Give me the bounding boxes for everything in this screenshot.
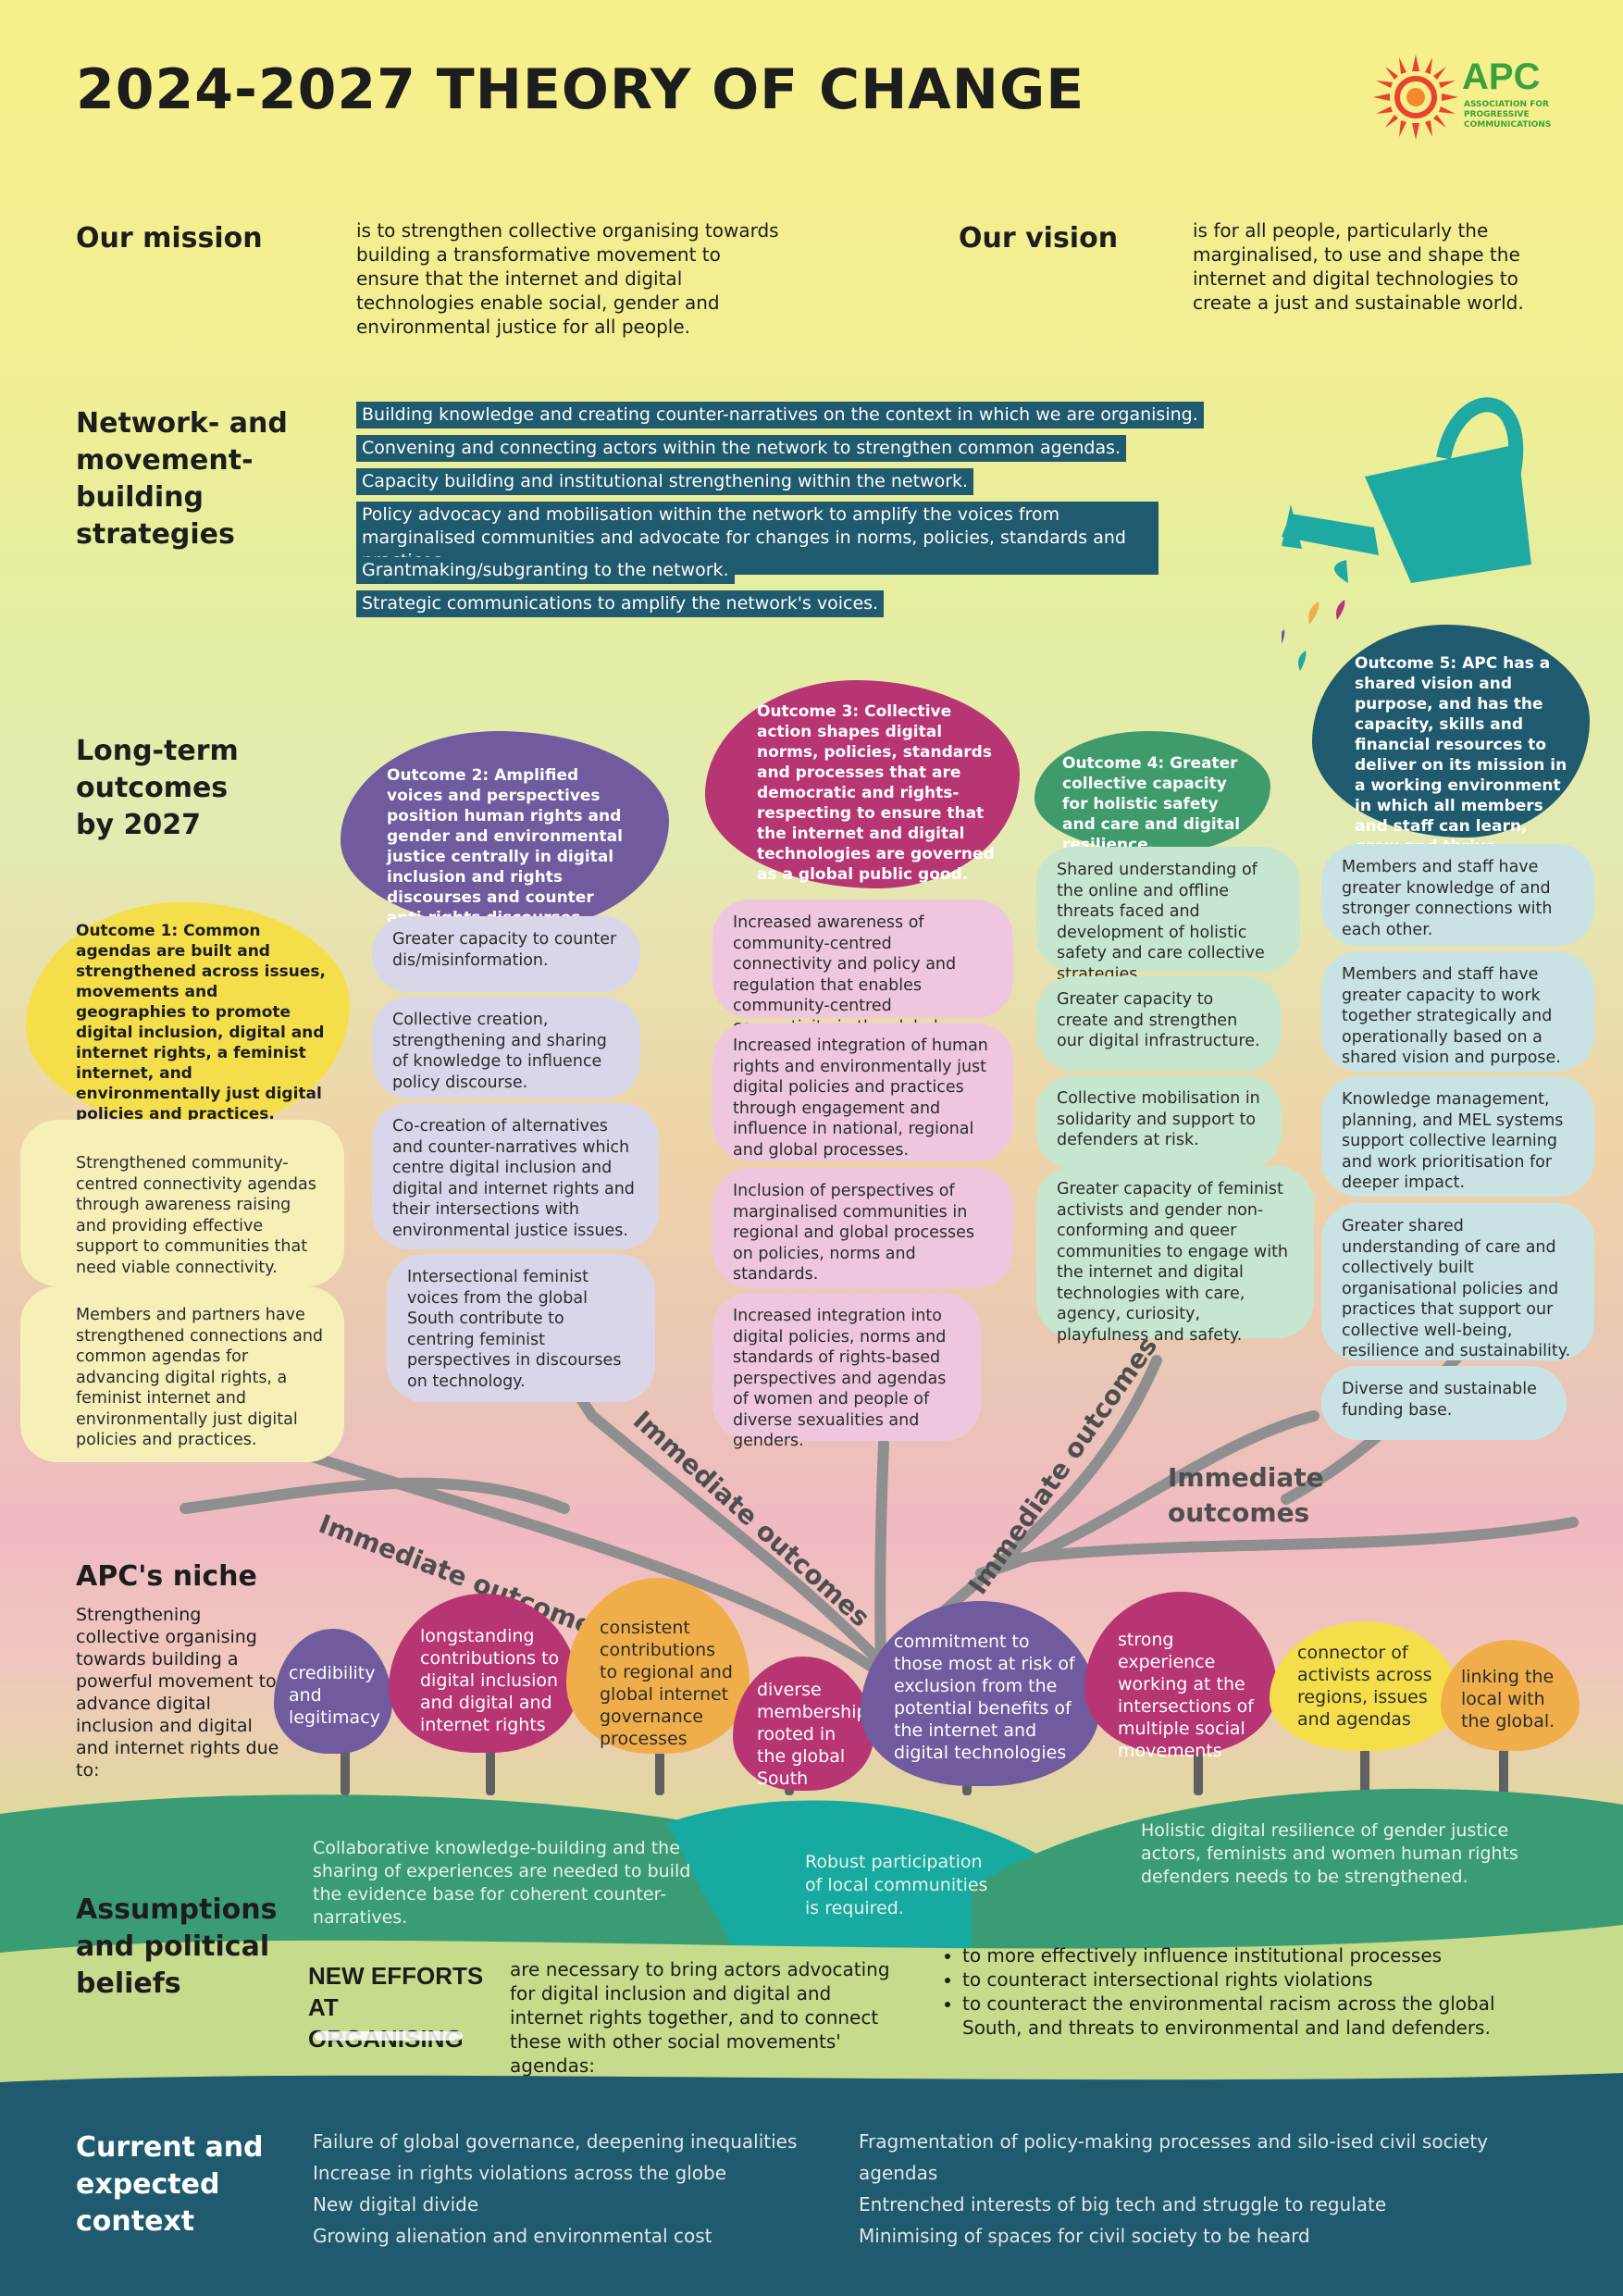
mission-text: is to strengthen collective organising t… [356, 219, 779, 338]
outcome-4-item: Shared understanding of the online and o… [1036, 847, 1300, 984]
outcome-5-item: Knowledge management, planning, and MEL … [1321, 1076, 1594, 1197]
outcomes-heading: Long-term outcomes by 2027 [76, 735, 239, 841]
hills [0, 1788, 1623, 2082]
strategies-heading: Network- and movement-building strategie… [76, 407, 288, 551]
niche-text: Strengthening collective organising towa… [76, 1605, 279, 1781]
outcome-1-blob [26, 902, 350, 1129]
context-item: Failure of global governance, deepening … [313, 2130, 798, 2153]
niche-heading: APC's niche [76, 1560, 257, 1593]
outcome-1-item: Members and partners have strengthened c… [20, 1286, 344, 1462]
immediate-outcomes-label: Immediate outcomes [1168, 1462, 1324, 1528]
niche-item: linking the local with the global. [1441, 1640, 1580, 1751]
strategy-item: Convening and connecting actors within t… [356, 435, 1127, 462]
tree-trunk [1194, 1740, 1203, 1795]
outcome-3-item: Increased integration into digital polic… [712, 1293, 981, 1450]
niche-item: strong experience working at the interse… [1084, 1592, 1277, 1761]
new-efforts-bullets: to more effectively influence institutio… [936, 1943, 1536, 2040]
outcome-2-title: Outcome 2: Amplified voices and perspect… [387, 766, 623, 927]
outcome-5-title: Outcome 5: APC has a shared vision and p… [1355, 654, 1567, 856]
strategy-item: Capacity building and institutional stre… [356, 468, 974, 495]
logo-subtitle: ASSOCIATION FOR PROGRESSIVE COMMUNICATIO… [1464, 100, 1552, 130]
tree-trunk [1360, 1740, 1369, 1795]
outcome-2-item: Co-creation of alternatives and counter-… [372, 1103, 659, 1249]
outcome-3-item: Inclusion of perspectives of marginalise… [712, 1168, 1013, 1288]
outcome-5-blob [1312, 625, 1590, 838]
tree-trunk [486, 1740, 495, 1795]
outcome-2-item: Greater capacity to counter dis/misinfor… [372, 916, 640, 992]
outcome-4-item: Collective mobilisation in solidarity an… [1036, 1075, 1282, 1170]
outcome-4-item: Greater capacity of feminist activists a… [1036, 1166, 1314, 1345]
page-title: 2024-2027 THEORY OF CHANGE [76, 57, 1085, 122]
outcome-5-item: Diverse and sustainable funding base. [1321, 1366, 1567, 1440]
tree-trunk [655, 1740, 664, 1795]
context-item: Fragmentation of policy-making processes… [859, 2130, 1489, 2184]
outcome-2-item: Intersectional feminist voices from the … [387, 1254, 655, 1402]
vision-text: is for all people, particularly the marg… [1193, 219, 1524, 314]
outcome-5-item: Members and staff have greater knowledge… [1321, 844, 1594, 946]
context-right: Fragmentation of policy-making processes… [859, 2126, 1562, 2252]
niche-item: connector of activists across regions, i… [1270, 1621, 1459, 1751]
strategy-item: Strategic communications to amplify the … [356, 590, 885, 617]
hill-text: Collaborative knowledge-building and the… [313, 1838, 691, 1928]
outcome-4-blob [1035, 731, 1270, 853]
apc-logo: APC ASSOCIATION FOR PROGRESSIVE COMMUNIC… [1369, 51, 1582, 143]
bullet-item: to counteract the environmental racism a… [962, 1992, 1536, 2040]
bullet-item: to counteract intersectional rights viol… [962, 1967, 1536, 1992]
hill-text: Holistic digital resilience of gender ju… [1141, 1820, 1518, 1887]
outcome-4-item: Greater capacity to create and strengthe… [1036, 976, 1282, 1071]
vision-heading: Our vision [959, 222, 1119, 254]
strategy-item: Building knowledge and creating counter-… [356, 402, 1204, 428]
context-item: Growing alienation and environmental cos… [313, 2225, 712, 2247]
outcome-1-item: Strengthened community-centred connectiv… [20, 1120, 344, 1286]
outcome-3-blob [705, 680, 1020, 888]
hill-text: Robust participation of local communitie… [805, 1852, 988, 1918]
niche-item: commitment to those most at risk of excl… [861, 1601, 1099, 1786]
assumptions-heading: Assumptions and political beliefs [76, 1893, 278, 2000]
strategy-item: Grantmaking/subgranting to the network. [356, 557, 735, 584]
outcome-3-item: Increased awareness of community-centred… [712, 900, 1013, 1057]
brush-stroke [315, 2031, 463, 2041]
bullet-item: to more effectively influence institutio… [962, 1943, 1536, 1967]
new-efforts-text: are necessary to bring actors advocating… [510, 1958, 890, 2077]
outcome-3-item: Increased integration of human rights an… [712, 1023, 1013, 1161]
context-item: New digital divide [313, 2193, 479, 2215]
niche-item: longstanding contributions to digital in… [389, 1594, 578, 1753]
mission-heading: Our mission [76, 222, 263, 254]
outcome-2-item: Collective creation, strengthening and s… [372, 997, 640, 1098]
tree-trunk [1499, 1740, 1508, 1795]
outcome-3-title: Outcome 3: Collective action shapes digi… [757, 702, 995, 884]
context-item: Minimising of spaces for civil society t… [859, 2225, 1310, 2247]
logo-name: APC [1462, 56, 1541, 97]
context-band [0, 2073, 1623, 2296]
outcome-1-title: Outcome 1: Common agendas are built and … [76, 922, 326, 1123]
niche-item: consistent contributions to regional and… [566, 1578, 750, 1754]
context-item: Entrenched interests of big tech and str… [859, 2193, 1387, 2215]
niche-item: diverse membership rooted in the global … [733, 1657, 873, 1791]
outcome-5-item: Greater shared understanding of care and… [1321, 1203, 1594, 1360]
context-item: Increase in rights violations across the… [313, 2162, 727, 2184]
outcome-4-title: Outcome 4: Greater collective capacity f… [1062, 754, 1241, 854]
context-left: Failure of global governance, deepening … [313, 2126, 831, 2252]
outcome-5-item: Members and staff have greater capacity … [1321, 951, 1594, 1072]
niche-item: credibility and legitimacy [274, 1629, 392, 1754]
outcome-2-blob [341, 731, 669, 930]
watering-can-icon [1282, 397, 1531, 671]
tree-trunk [341, 1740, 350, 1795]
sun-logo-icon [1373, 55, 1458, 140]
context-heading: Current and expected context [76, 2131, 264, 2238]
